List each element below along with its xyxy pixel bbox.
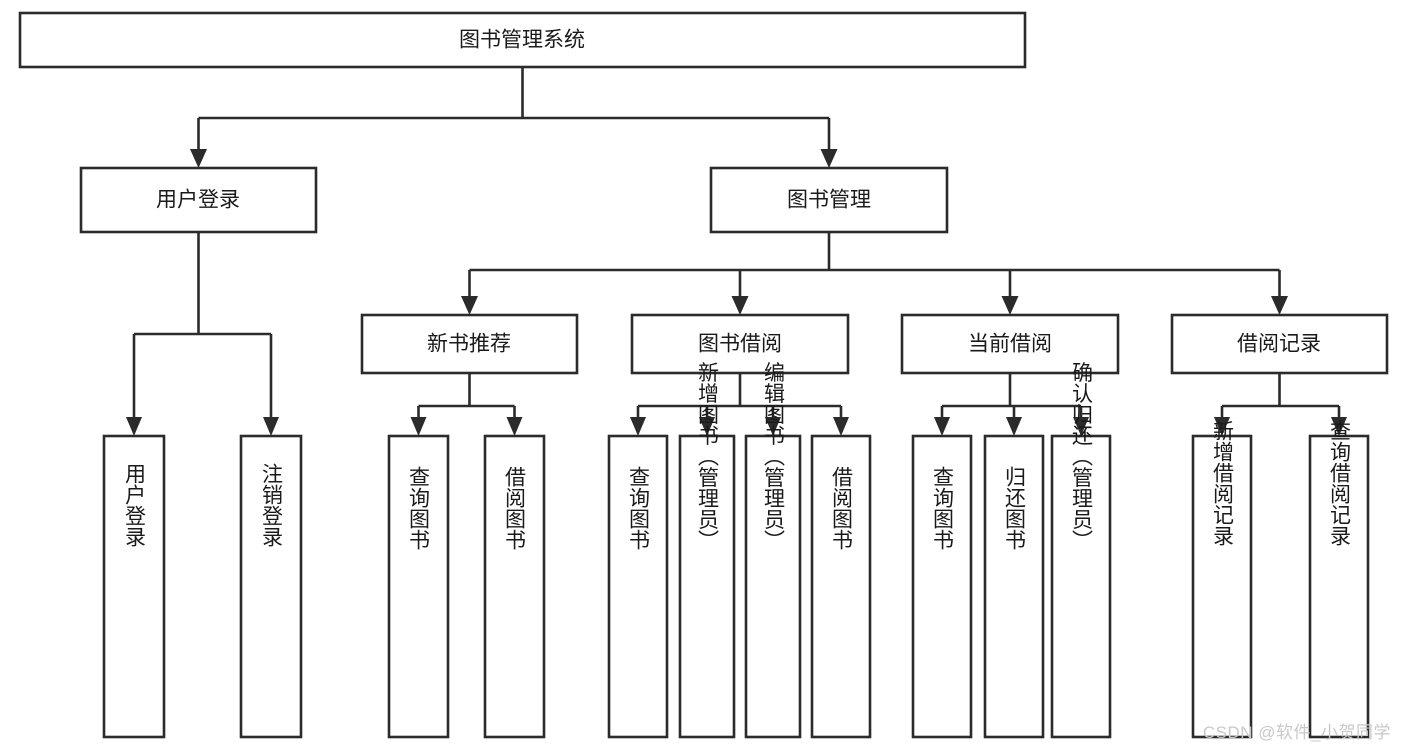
node-leaf-confirm-return-label: 确认归还（管理员） [1070, 362, 1094, 551]
arrow-head-leaf-user-login [126, 417, 142, 436]
node-bookmgmt-label: 图书管理 [787, 189, 871, 212]
arrow-head-borrow [731, 296, 749, 315]
arrow-head-login [190, 149, 207, 168]
arrow-head-current [1001, 296, 1019, 315]
node-leaf-add-book-label: 新增图书（管理员） [696, 362, 720, 551]
arrow-head-leaf-borrow-book-2 [833, 417, 849, 436]
arrow-head-leaf-confirm-return [1073, 417, 1089, 436]
arrow-head-leaf-query-record [1331, 417, 1347, 436]
arrow-head-bookmgmt [820, 149, 838, 168]
node-root-box[interactable] [18, 11, 1027, 69]
node-leaf-query-record-box[interactable] [1308, 434, 1370, 739]
arrow-head-leaf-add-book [699, 417, 715, 436]
node-bookmgmt[interactable]: 图书管理 [709, 166, 949, 234]
node-leaf-add-book-box[interactable] [678, 434, 736, 739]
node-leaf-query-book-3-box[interactable] [911, 434, 973, 739]
node-leaf-add-record-box[interactable] [1191, 434, 1253, 739]
node-leaf-borrow-book-2[interactable]: 借阅图书 [810, 434, 872, 739]
node-leaf-user-login-label: 用户登录 [123, 463, 147, 547]
node-leaf-query-record-label: 查询借阅记录 [1328, 420, 1352, 546]
node-current[interactable]: 当前借阅 [900, 313, 1120, 375]
node-leaf-borrow-book-1-label: 借阅图书 [503, 466, 527, 550]
node-newbook-box[interactable] [360, 313, 579, 375]
node-leaf-edit-book[interactable]: 编辑图书（管理员） [744, 362, 802, 739]
node-root-label: 图书管理系统 [459, 29, 585, 52]
connector-group-login [126, 232, 279, 436]
arrow-head-leaf-add-record [1214, 417, 1230, 436]
node-leaf-query-record[interactable]: 查询借阅记录 [1308, 420, 1370, 739]
node-leaf-query-book-2-box[interactable] [607, 434, 669, 739]
node-leaf-borrow-book-1-box[interactable] [483, 434, 546, 739]
node-leaf-return-book-box[interactable] [983, 434, 1045, 739]
node-leaf-borrow-book-2-box[interactable] [810, 434, 872, 739]
node-records-box[interactable] [1170, 313, 1389, 375]
node-leaf-borrow-book-1[interactable]: 借阅图书 [483, 434, 546, 739]
node-leaf-query-book-3-label: 查询图书 [931, 466, 955, 550]
arrow-head-leaf-query-book-3 [934, 417, 950, 436]
node-leaf-query-book-3[interactable]: 查询图书 [911, 434, 973, 739]
connector-group-current [934, 373, 1089, 436]
node-leaf-edit-book-label: 编辑图书（管理员） [762, 362, 786, 551]
node-leaf-add-book[interactable]: 新增图书（管理员） [678, 362, 736, 739]
arrow-head-newbook [461, 296, 478, 315]
arrow-head-leaf-query-book-2 [630, 417, 646, 436]
csdn-watermark: CSDN @软件_小贺同学 [1202, 723, 1391, 742]
node-borrow-label: 图书借阅 [698, 333, 782, 356]
arrow-head-leaf-return-book [1006, 417, 1022, 436]
node-leaf-add-record-label: 新增借阅记录 [1211, 420, 1235, 546]
node-leaf-query-book-2[interactable]: 查询图书 [607, 434, 669, 739]
node-records[interactable]: 借阅记录 [1170, 313, 1389, 375]
node-current-label: 当前借阅 [968, 333, 1052, 356]
node-leaf-user-login-box[interactable] [102, 434, 166, 739]
node-leaf-return-book-label: 归还图书 [1003, 466, 1027, 550]
node-current-box[interactable] [900, 313, 1120, 375]
connector-group-bookmgmt [461, 232, 1288, 315]
node-leaf-borrow-book-2-label: 借阅图书 [830, 466, 854, 550]
node-login-box[interactable] [79, 166, 318, 234]
node-leaf-query-book-1-box[interactable] [387, 434, 450, 739]
node-leaf-query-book-1-label: 查询图书 [407, 466, 431, 550]
arrow-head-leaf-query-book-1 [410, 417, 427, 436]
arrow-head-records [1271, 296, 1288, 315]
arrow-head-leaf-user-logout [263, 417, 279, 436]
node-records-label: 借阅记录 [1237, 333, 1321, 356]
node-leaf-confirm-return-box[interactable] [1050, 434, 1112, 739]
connector-group-root [190, 67, 838, 168]
node-leaf-user-login[interactable]: 用户登录 [102, 434, 166, 739]
connector-group-borrow [630, 373, 849, 436]
node-login-label: 用户登录 [156, 189, 240, 212]
node-leaf-user-logout[interactable]: 注销登录 [239, 434, 303, 739]
node-leaf-user-logout-label: 注销登录 [260, 463, 284, 547]
node-borrow-box[interactable] [630, 313, 850, 375]
node-leaf-edit-book-box[interactable] [744, 434, 802, 739]
node-newbook-label: 新书推荐 [427, 333, 511, 356]
arrow-head-leaf-borrow-book-1 [506, 417, 523, 436]
node-newbook[interactable]: 新书推荐 [360, 313, 579, 375]
node-bookmgmt-box[interactable] [709, 166, 949, 234]
node-leaf-user-logout-box[interactable] [239, 434, 303, 739]
node-leaf-query-book-1[interactable]: 查询图书 [387, 434, 450, 739]
node-leaf-confirm-return[interactable]: 确认归还（管理员） [1050, 362, 1112, 739]
node-borrow[interactable]: 图书借阅 [630, 313, 850, 375]
arrow-head-leaf-edit-book [765, 417, 781, 436]
node-login[interactable]: 用户登录 [79, 166, 318, 234]
connector-group-newbook [410, 373, 523, 436]
connector-group-records [1214, 373, 1347, 436]
node-leaf-add-record[interactable]: 新增借阅记录 [1191, 420, 1253, 739]
node-leaf-return-book[interactable]: 归还图书 [983, 434, 1045, 739]
node-root[interactable]: 图书管理系统 [18, 11, 1027, 69]
node-leaf-query-book-2-label: 查询图书 [627, 466, 651, 550]
